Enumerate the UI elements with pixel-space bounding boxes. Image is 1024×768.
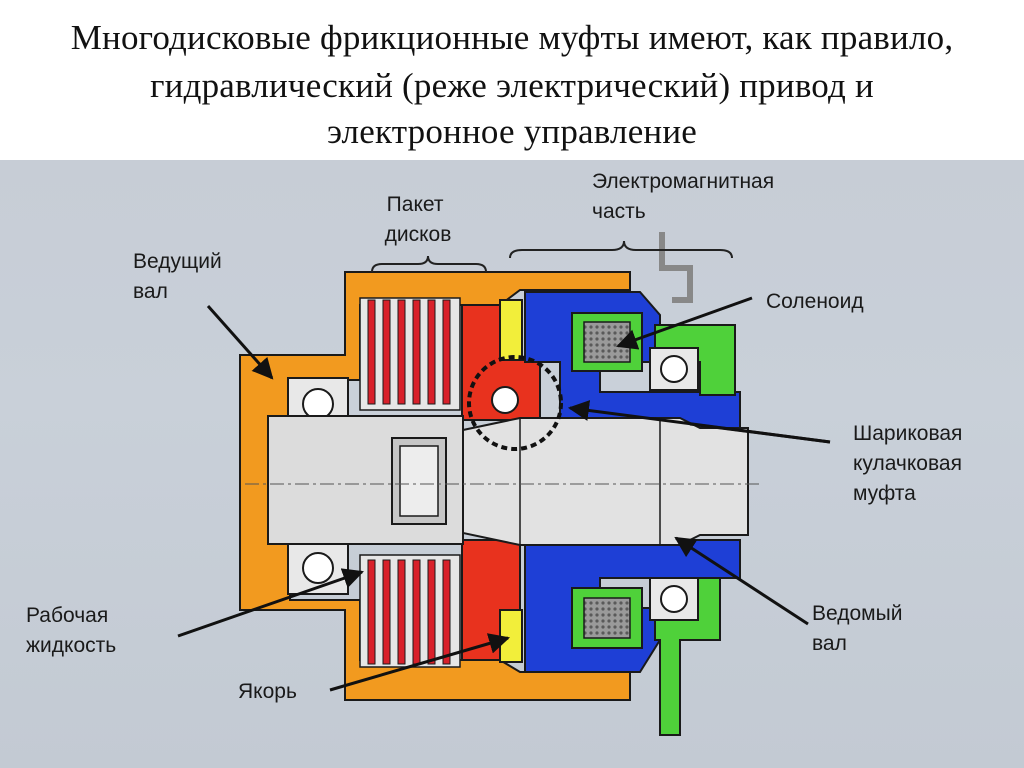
arrow-driven-shaft <box>674 536 809 626</box>
arrow-working-fluid <box>177 568 364 638</box>
label-driven-shaft: Ведомый вал <box>812 602 908 655</box>
cam-ball <box>491 386 519 414</box>
label-ball-cam: Шариковая кулачковая муфта <box>853 422 968 505</box>
arrow-drive-shaft <box>206 305 274 380</box>
solenoid-bottom <box>571 587 643 649</box>
drive-shaft <box>267 415 464 545</box>
electromagnetic-brace <box>509 240 733 259</box>
title-line-3: электронное управление <box>326 112 698 151</box>
slide-title: Многодисковые фрикционные муфты имеют, к… <box>0 0 1024 160</box>
label-disk-pack: Пакет дисков <box>385 193 452 246</box>
output-bearing-bottom <box>649 577 699 621</box>
armature-bottom <box>499 609 523 663</box>
disc-pack-bottom <box>359 554 461 668</box>
arrow-ball-cam-2 <box>689 422 831 444</box>
disk-pack-brace <box>371 255 487 273</box>
clutch-cross-section: Пакет дисков Электромагнитная часть Веду… <box>26 170 968 736</box>
label-solenoid: Соленоид <box>766 290 864 313</box>
driven-shaft <box>462 417 749 546</box>
output-bearing-top <box>649 347 699 391</box>
label-drive-shaft: Ведущий вал <box>133 250 228 303</box>
label-armature: Якорь <box>238 680 297 703</box>
armature-top <box>499 299 523 361</box>
label-electromagnetic: Электромагнитная часть <box>592 170 780 223</box>
diagram-area: Пакет дисков Электромагнитная часть Веду… <box>0 160 1024 768</box>
arrow-solenoid <box>616 296 753 350</box>
title-line-2: гидравлический (реже электрический) прив… <box>150 66 874 105</box>
label-working-fluid: Рабочая жидкость <box>26 604 116 657</box>
title-line-1: Многодисковые фрикционные муфты имеют, к… <box>70 18 954 57</box>
arrow-armature <box>329 633 511 692</box>
ball-cam-highlight <box>467 355 563 451</box>
disc-pack-top <box>359 297 461 411</box>
solenoid-lead <box>659 232 693 303</box>
